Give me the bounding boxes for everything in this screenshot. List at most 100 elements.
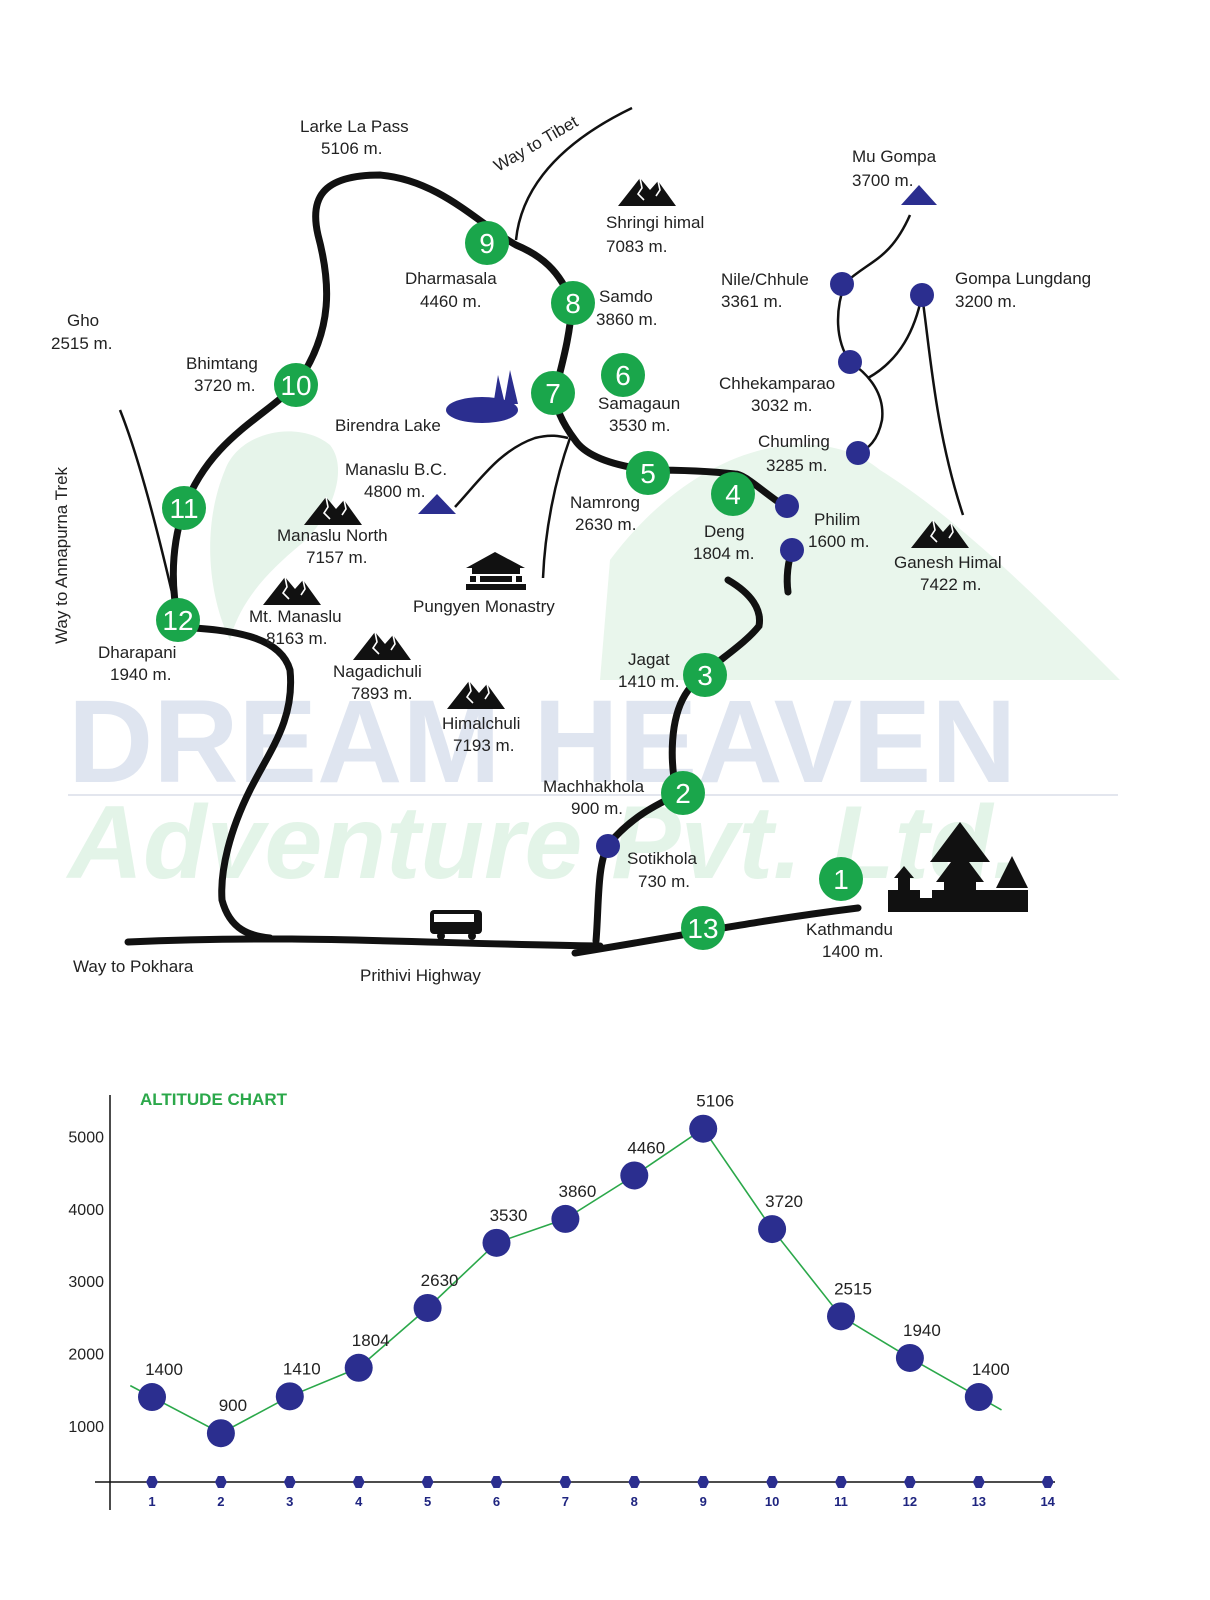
- x-tick-marker: [283, 1476, 296, 1488]
- label-himalchuli-alt: 7193 m.: [453, 736, 514, 755]
- label-deng-name: Deng: [704, 522, 745, 541]
- svg-text:13: 13: [687, 913, 718, 944]
- village-dot-chhekamparao: [838, 350, 862, 374]
- stop-5: 5: [626, 451, 670, 495]
- x-tick-marker: [697, 1476, 710, 1488]
- label-ganesh-name: Ganesh Himal: [894, 553, 1002, 572]
- mountain-icon: [352, 631, 412, 661]
- side-routes: [118, 106, 965, 611]
- x-tick-marker: [835, 1476, 847, 1488]
- altitude-point: [895, 1343, 924, 1372]
- label-bhimtang-name: Bhimtang: [186, 354, 258, 373]
- village-dot-sotikhola: [596, 834, 620, 858]
- village-dot-gompa-lungdang: [910, 283, 934, 307]
- monastery-icon: [466, 552, 526, 590]
- village-dot-philim-upper: [775, 494, 799, 518]
- stop-11: 11: [162, 486, 206, 530]
- label-himalchuli-name: Himalchuli: [442, 714, 520, 733]
- x-tick-marker: [352, 1476, 365, 1488]
- label-gompa-lungdang-alt: 3200 m.: [955, 292, 1016, 311]
- altitude-data-label: 1940: [903, 1321, 941, 1340]
- label-manaslu-north-alt: 7157 m.: [306, 548, 367, 567]
- altitude-point: [689, 1114, 718, 1143]
- svg-text:9: 9: [479, 228, 495, 259]
- stop-7: 7: [531, 371, 575, 415]
- village-dot-philim: [780, 538, 804, 562]
- label-way-pokhara: Way to Pokhara: [73, 957, 194, 976]
- village-dot-nile: [830, 272, 854, 296]
- altitude-data-label: 1400: [972, 1360, 1010, 1379]
- svg-text:5: 5: [640, 458, 656, 489]
- label-gho-name: Gho: [67, 311, 99, 330]
- label-chumling-alt: 3285 m.: [766, 456, 827, 475]
- altitude-data-label: 3720: [765, 1192, 803, 1211]
- x-tick-label: 1: [148, 1494, 155, 1509]
- altitude-point: [275, 1382, 304, 1411]
- label-nagadichuli-name: Nagadichuli: [333, 662, 422, 681]
- label-jagat-alt: 1410 m.: [618, 672, 679, 691]
- label-nagadichuli-alt: 7893 m.: [351, 684, 412, 703]
- altitude-data-label: 5106: [696, 1092, 734, 1111]
- y-tick-label: 1000: [68, 1419, 104, 1436]
- x-tick-label: 6: [493, 1494, 500, 1509]
- svg-text:8: 8: [565, 288, 581, 319]
- altitude-point: [620, 1161, 649, 1190]
- stop-10: 10: [274, 363, 318, 407]
- camp-tent-icon: [901, 185, 937, 205]
- label-deng-alt: 1804 m.: [693, 544, 754, 563]
- label-chhekamparao-name: Chhekamparao: [719, 374, 835, 393]
- label-manaslu-bc-alt: 4800 m.: [364, 482, 425, 501]
- x-tick-label: 14: [1040, 1494, 1055, 1509]
- x-tick-label: 9: [700, 1494, 707, 1509]
- route-stops: 1 2 3 4 5 6 7 8 9 10 11 12 13: [156, 221, 863, 950]
- label-mt-manaslu-alt: 8163 m.: [266, 629, 327, 648]
- label-mt-manaslu-name: Mt. Manaslu: [249, 607, 342, 626]
- label-philim-name: Philim: [814, 510, 860, 529]
- label-samagaun-alt: 3530 m.: [609, 416, 670, 435]
- label-namrong-name: Namrong: [570, 493, 640, 512]
- altitude-point: [964, 1383, 993, 1412]
- label-kathmandu-name: Kathmandu: [806, 920, 893, 939]
- label-samdo-alt: 3860 m.: [596, 310, 657, 329]
- label-gho-alt: 2515 m.: [51, 334, 112, 353]
- label-dharmasala-name: Dharmasala: [405, 269, 497, 288]
- label-machhakhola-alt: 900 m.: [571, 799, 623, 818]
- label-way-annapurna: Way to Annapurna Trek: [52, 466, 71, 644]
- altitude-data-label: 3860: [558, 1182, 596, 1201]
- watermark-company: Adventure Pvt. Ltd.: [65, 785, 1021, 901]
- label-mu-gompa-alt: 3700 m.: [852, 171, 913, 190]
- label-manaslu-bc-name: Manaslu B.C.: [345, 460, 447, 479]
- label-pungyen: Pungyen Monastry: [413, 597, 555, 616]
- camp-tent-icon: [418, 494, 456, 514]
- y-tick-label: 5000: [68, 1129, 104, 1146]
- x-tick-marker: [628, 1476, 641, 1488]
- stop-8: 8: [551, 281, 595, 325]
- altitude-point: [482, 1228, 511, 1257]
- x-tick-marker: [421, 1476, 434, 1488]
- label-dharapani-name: Dharapani: [98, 643, 176, 662]
- label-dharapani-alt: 1940 m.: [110, 665, 171, 684]
- x-tick-marker: [490, 1476, 503, 1488]
- x-tick-label: 5: [424, 1494, 431, 1509]
- x-tick-marker: [903, 1476, 916, 1488]
- svg-text:3: 3: [697, 660, 713, 691]
- svg-text:6: 6: [615, 360, 631, 391]
- label-birendra-lake: Birendra Lake: [335, 416, 441, 435]
- stop-2: 2: [661, 771, 705, 815]
- mountain-icon: [262, 576, 322, 606]
- altitude-data-label: 1804: [352, 1331, 390, 1350]
- svg-text:10: 10: [280, 370, 311, 401]
- map-labels: Larke La Pass 5106 m. Way to Tibet Mu Go…: [51, 112, 1091, 985]
- mountain-icon: [617, 177, 677, 207]
- chart-title: ALTITUDE CHART: [140, 1090, 288, 1109]
- temple-skyline-icon: [888, 822, 1028, 912]
- label-machhakhola-name: Machhakhola: [543, 777, 645, 796]
- x-tick-label: 11: [834, 1494, 848, 1509]
- altitude-point: [413, 1293, 442, 1322]
- altitude-point: [827, 1302, 855, 1331]
- x-tick-marker: [1041, 1476, 1054, 1488]
- x-tick-label: 10: [765, 1494, 779, 1509]
- svg-text:7: 7: [545, 378, 561, 409]
- label-samagaun-name: Samagaun: [598, 394, 680, 413]
